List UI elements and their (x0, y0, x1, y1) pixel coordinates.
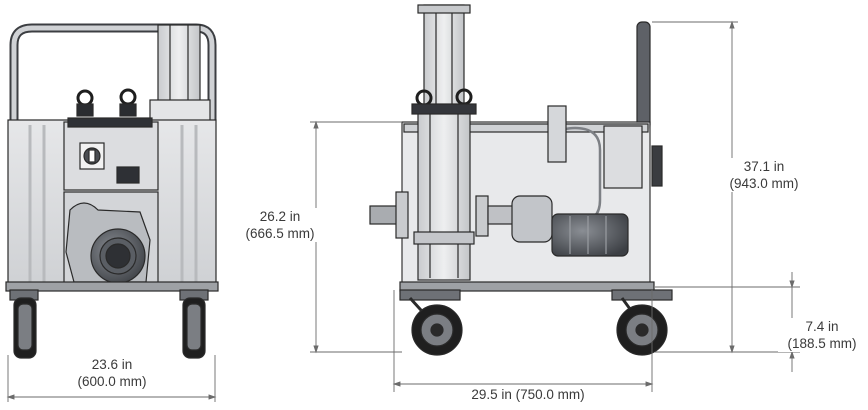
handle-height-metric: (943.0 mm) (716, 175, 812, 192)
side-height-metric: (666.5 mm) (240, 225, 320, 242)
side-handle (636, 21, 651, 131)
side-height-imperial: 26.2 in (240, 208, 320, 225)
side-caster-left (399, 289, 463, 356)
side-caster-right (611, 289, 673, 356)
front-width-dimension (6, 355, 217, 402)
side-height-label: 26.2 in (666.5 mm) (240, 208, 320, 242)
pump-stack (417, 109, 471, 281)
front-width-label: 23.6 in (600.0 mm) (62, 356, 162, 390)
panel-label-strip (67, 117, 153, 128)
side-motor (551, 213, 629, 257)
front-width-imperial: 23.6 in (91, 357, 133, 372)
front-view (5, 23, 219, 359)
side-switch (651, 145, 663, 187)
side-length-dimension (392, 290, 654, 392)
base-height-imperial: 7.4 in (778, 318, 866, 335)
front-caster-right (179, 289, 209, 359)
side-length-text: 29.5 in (750.0 mm) (448, 386, 608, 403)
base-height-label: 7.4 in (188.5 mm) (778, 318, 866, 352)
lifting-eye-right (119, 88, 137, 106)
switch-block (116, 166, 140, 184)
handle-height-imperial: 37.1 in (716, 158, 812, 175)
lifting-eye-left (76, 89, 94, 107)
front-caster-left (9, 289, 39, 359)
side-length-label: 29.5 in (750.0 mm) (448, 386, 608, 403)
side-height-dimension (310, 120, 402, 354)
base-height-metric: (188.5 mm) (778, 335, 866, 352)
control-panel (63, 121, 159, 191)
front-width-metric: (600.0 mm) (77, 374, 147, 389)
handle-height-label: 37.1 in (943.0 mm) (716, 158, 812, 192)
side-view (369, 4, 673, 356)
